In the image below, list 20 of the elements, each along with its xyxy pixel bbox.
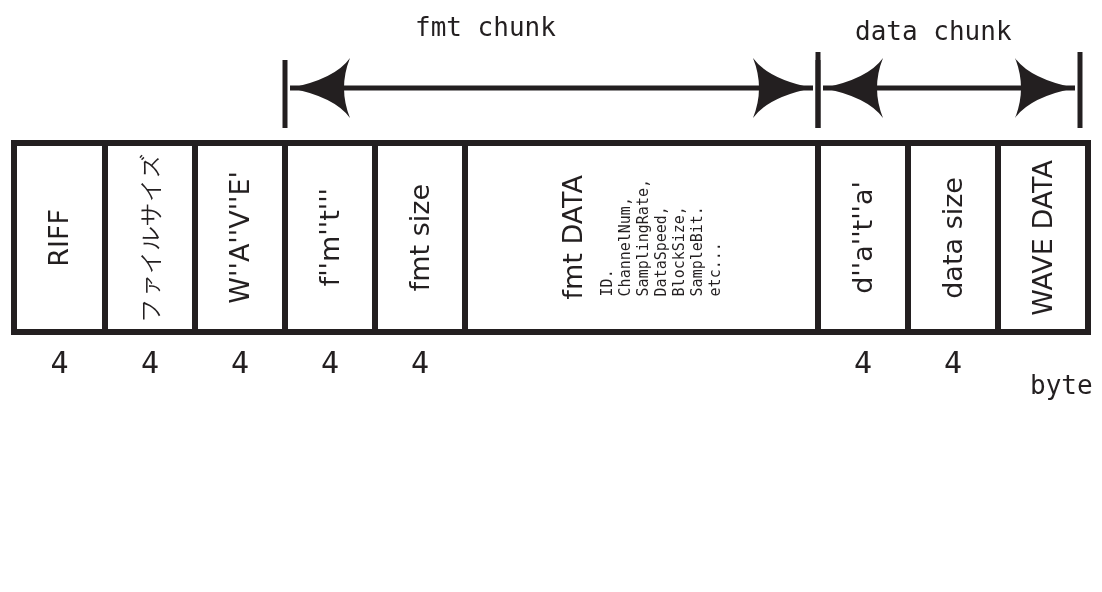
byte-count: 4 xyxy=(140,345,160,380)
byte-count: 4 xyxy=(50,345,69,380)
field-name: RIFF xyxy=(45,208,74,267)
field-name: f''m''t''' xyxy=(315,188,345,287)
field-name: ファイルサイズ xyxy=(137,153,163,322)
span-label: fmt chunk xyxy=(415,12,556,42)
field-name: WAVE DATA xyxy=(1028,159,1058,316)
field-name: d''a''t''a' xyxy=(848,181,878,294)
byte-count: 4 xyxy=(943,345,963,380)
field-name: fmt size xyxy=(405,183,435,292)
byte-count: 4 xyxy=(853,345,873,380)
field-name: fmt DATA xyxy=(559,175,588,300)
span-label: data chunk xyxy=(855,16,1012,46)
byte-count: 4 xyxy=(230,345,250,380)
field-name: data size xyxy=(938,176,968,299)
field-name: W''A''V''E' xyxy=(225,171,255,304)
byte-count: 4 xyxy=(410,345,430,380)
field-list: ID. ChannelNum, SamplingRate, DataSpeed, BlockSize, SampleBit. etc... xyxy=(597,178,724,297)
byte-count: 4 xyxy=(320,345,340,380)
unit-label: byte xyxy=(1030,370,1093,400)
